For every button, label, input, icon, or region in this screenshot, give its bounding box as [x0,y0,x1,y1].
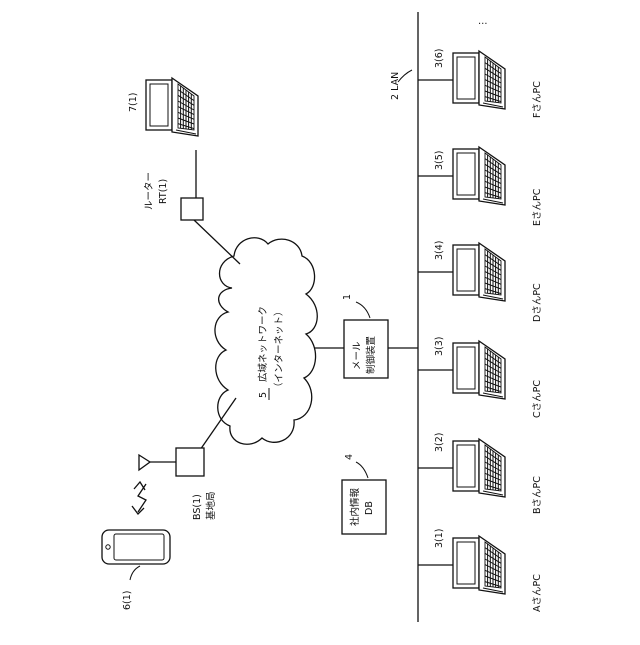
pc-id: 3(4) [434,240,445,260]
pc-icon [453,147,505,205]
laptop-7-1: 7(1) [128,78,198,136]
pc-3-1: 3(1) AさんPC [418,528,543,612]
base-station-line2: 基地局 [205,491,217,520]
mail-controller: メール 制御装置 1 [304,294,418,378]
pc-3-6: 3(6) FさんPC [418,48,543,118]
base-station-box [176,448,204,476]
wireless-link-icon [132,482,146,514]
company-db-ref: 4 [344,454,355,460]
network-line2: （インターネット） [273,306,285,392]
router-box [181,198,203,220]
pc-3-5: 3(5) EさんPC [418,147,543,226]
pc-icon [453,439,505,497]
pc-3-2: 3(2) BさんPC [418,432,543,514]
pc-icon [453,51,505,109]
antenna-icon [139,455,150,470]
network-ref: 5 [258,392,269,398]
network-line1: 広域ネットワーク [257,306,269,382]
company-db: 社内情報 DB 4 [342,454,386,534]
router-line1: ルーター [144,172,155,210]
pc-icon [453,243,505,301]
company-db-line2: DB [364,501,375,515]
pc-id: 3(2) [434,432,445,452]
router-line2: RT(1) [158,179,169,204]
pc-3-3: 3(3) CさんPC [418,336,543,418]
base-station-line1: BS(1) [192,494,203,520]
lan-label: 2 LAN [390,72,401,100]
company-db-line1: 社内情報 [349,487,361,526]
pc-label: AさんPC [532,574,543,612]
phone-body [102,530,170,564]
phone-id: 6(1) [122,590,133,610]
pc-id: 3(1) [434,528,445,548]
pc-id: 3(5) [434,150,445,170]
laptop-icon [146,78,198,136]
mail-controller-line1: メール [352,341,363,370]
mail-controller-line2: 制御装置 [365,336,377,374]
pc-label: BさんPC [532,476,543,514]
smartphone: 6(1) [102,530,170,610]
pc-label: CさんPC [532,380,543,418]
pc-id: 3(3) [434,336,445,356]
laptop-id: 7(1) [128,92,139,112]
pc-3-4: 3(4) DさんPC [418,240,543,322]
router: ルーター RT(1) [144,150,240,264]
mail-controller-ref: 1 [342,294,353,300]
pc-icon [453,341,505,399]
pc-icon [453,536,505,594]
pc-label: EさんPC [532,188,543,226]
internet-cloud: 5 広域ネットワーク （インターネット） [215,238,317,444]
pc-id: 3(6) [434,48,445,68]
pc-label: DさんPC [532,283,543,322]
pc-label: FさんPC [532,81,543,118]
pc-ellipsis: … [478,16,488,27]
